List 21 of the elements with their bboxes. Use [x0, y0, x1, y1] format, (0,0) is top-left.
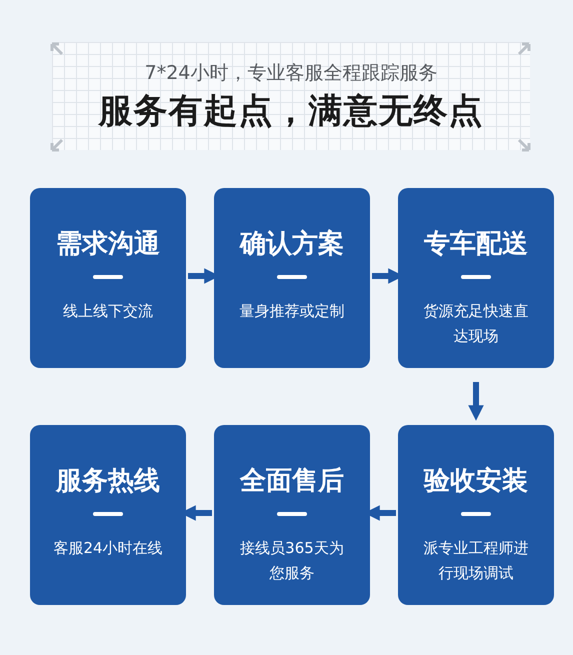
step-card — [214, 425, 370, 605]
step-description: 货源充足快速直达现场 — [422, 301, 530, 347]
step-description: 客服24小时在线 — [52, 538, 164, 559]
step-title: 全面售后 — [240, 465, 344, 498]
step-description: 接线员365天为您服务 — [239, 538, 345, 584]
step-title: 验收安装 — [424, 465, 528, 498]
step-card — [214, 188, 370, 368]
title: 服务有起点，满意无终点 — [97, 90, 484, 133]
subtitle: 7*24小时，专业客服全程跟踪服务 — [144, 61, 438, 86]
step-title: 专车配送 — [424, 228, 528, 261]
step-card — [30, 188, 186, 368]
step-title: 确认方案 — [240, 228, 344, 261]
step-description: 量身推荐或定制 — [238, 301, 346, 322]
step-card — [398, 188, 554, 368]
arrow — [468, 382, 484, 421]
step-description: 派专业工程师进行现场调试 — [422, 538, 530, 584]
step-card — [398, 425, 554, 605]
step-card — [30, 425, 186, 605]
step-description: 线上线下交流 — [62, 301, 154, 322]
step-title: 服务热线 — [56, 465, 160, 498]
step-title: 需求沟通 — [56, 228, 160, 261]
